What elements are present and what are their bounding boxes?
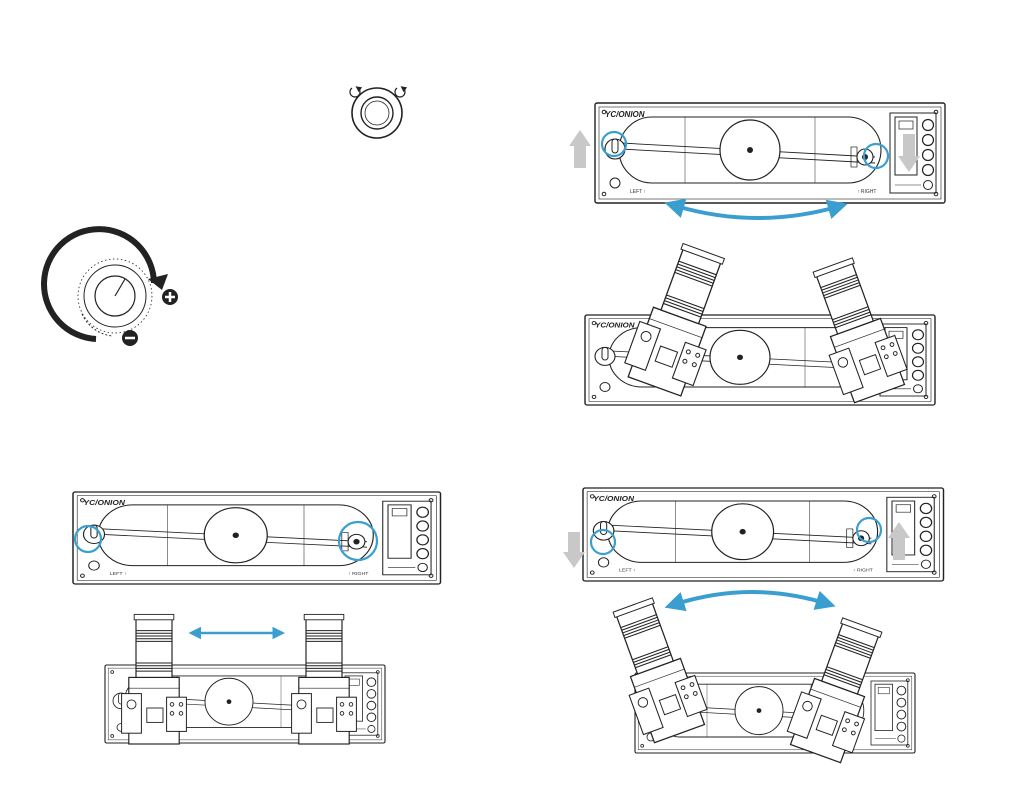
minus-icon xyxy=(122,330,138,346)
up-arrow-icon xyxy=(569,130,591,168)
plus-icon xyxy=(162,289,178,305)
double-arrow-icon xyxy=(676,206,840,218)
svg-text:↑ RIGHT: ↑ RIGHT xyxy=(857,189,876,195)
slider-bottom-left: YC/ONION LEFT ↑ ↑ RIGHT xyxy=(73,492,440,584)
slider-top-right: YC/ONION LEFT ↑ ↑ RIGHT xyxy=(595,103,945,203)
double-arrow-icon xyxy=(676,592,828,604)
camera-icon xyxy=(601,593,712,745)
svg-text:LEFT ↑: LEFT ↑ xyxy=(630,189,646,195)
svg-text:LEFT ↑: LEFT ↑ xyxy=(110,571,127,577)
adjust-dial-icon xyxy=(44,229,168,339)
svg-text:YC/ONION: YC/ONION xyxy=(84,498,126,506)
svg-text:↑ RIGHT: ↑ RIGHT xyxy=(348,571,368,577)
svg-text:YC/ONION: YC/ONION xyxy=(593,494,634,503)
svg-text:YC/ONION: YC/ONION xyxy=(595,321,635,330)
brand-logo: YC/ONION xyxy=(605,110,645,119)
slider-bottom-right: YC/ONION LEFT ↑ ↑ RIGHT xyxy=(583,488,944,581)
camera-icon xyxy=(292,614,357,744)
svg-text:↑ RIGHT: ↑ RIGHT xyxy=(853,568,873,574)
camera-icon xyxy=(122,614,187,744)
down-arrow-icon xyxy=(563,532,585,568)
svg-text:LEFT ↑: LEFT ↑ xyxy=(619,568,635,574)
rotate-knob-icon xyxy=(352,88,402,138)
